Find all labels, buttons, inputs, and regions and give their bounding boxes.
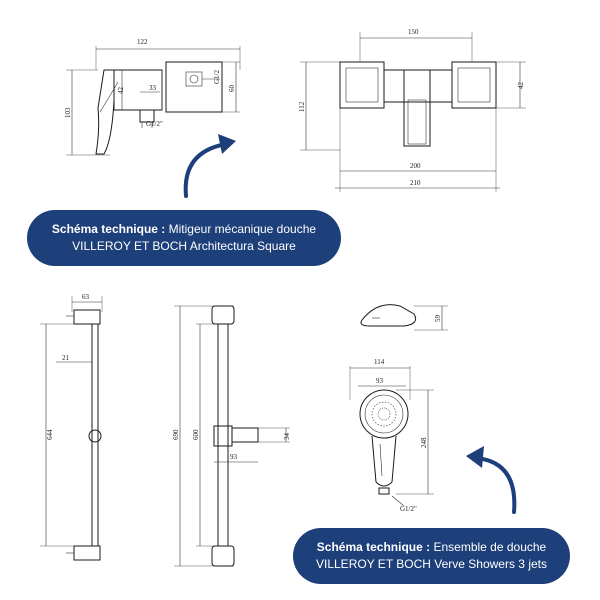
dim-head-h: 59 — [434, 315, 442, 323]
dim-side-thread: G1/2" — [146, 120, 163, 128]
arrow-top — [183, 134, 236, 198]
dim-front-inner: 200 — [410, 162, 421, 170]
dim-side-d2: 33 — [149, 84, 157, 92]
dim-front-spacing: 150 — [408, 28, 419, 36]
dim-side-d4: 60 — [228, 85, 236, 93]
shower-head-view: 59 114 93 G1/2" 248 — [349, 304, 448, 513]
dim-side-width: 122 — [137, 38, 148, 46]
dim-front-right: 42 — [517, 82, 525, 90]
dim-bar-offset: 21 — [62, 354, 70, 362]
dim-head-thread: G1/2" — [400, 505, 417, 513]
dim-front-outer: 210 — [410, 179, 421, 187]
dim-front-height: 112 — [298, 101, 306, 112]
dim-side-d1: 42 — [117, 87, 125, 95]
dim-side-height: 103 — [64, 107, 72, 118]
callout-shower-set: Schéma technique : Ensemble de douche VI… — [293, 528, 570, 584]
dim-head-inner: 93 — [376, 377, 384, 385]
callout-mixer-label: Schéma technique : — [51, 222, 166, 236]
dim-head-length: 248 — [420, 437, 428, 448]
bar-front-view: 690 600 34 93 — [172, 305, 291, 567]
mixer-front-view: 150 112 42 200 210 — [298, 28, 526, 192]
dim-head-outer: 114 — [374, 358, 385, 366]
bar-side-view: 63 21 644 — [40, 293, 103, 561]
dim-side-d3: G1/2 — [213, 70, 221, 85]
callout-shower-text: Ensemble de douche VILLEROY ET BOCH Verv… — [316, 540, 547, 571]
arrow-bottom — [466, 446, 517, 514]
mixer-side-view: 122 103 42 33 G1/2" G1/2 60 — [64, 38, 241, 156]
dim-bar-top: 63 — [82, 293, 90, 301]
dim-barfront-inner: 600 — [192, 429, 200, 440]
dim-barfront-length: 690 — [172, 429, 180, 440]
dim-bar-length: 644 — [46, 429, 54, 440]
dim-holder-h: 34 — [283, 433, 291, 441]
callout-mixer-text: Mitigeur mécanique douche VILLEROY ET BO… — [72, 222, 317, 253]
dim-holder-w: 93 — [230, 453, 238, 461]
callout-mixer: Schéma technique : Mitigeur mécanique do… — [27, 210, 341, 266]
callout-shower-label: Schéma technique : — [316, 540, 431, 554]
